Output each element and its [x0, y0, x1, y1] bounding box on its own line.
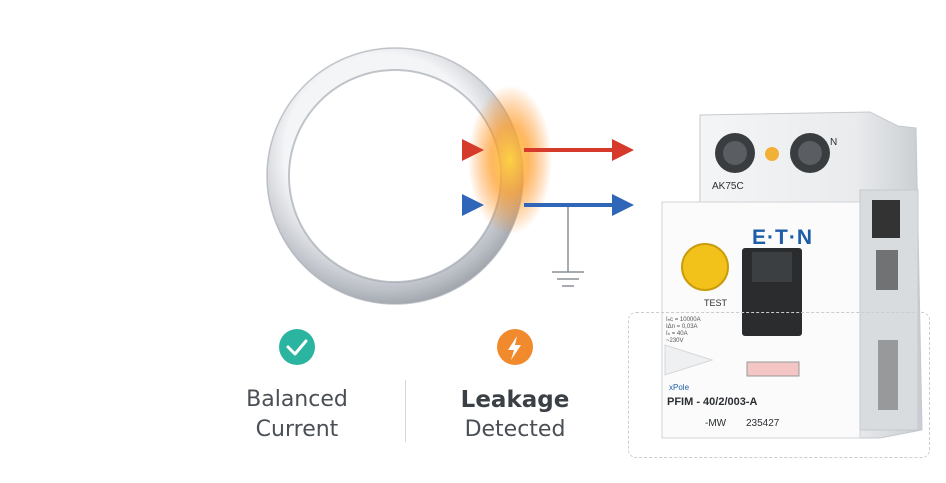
breaker-frame [628, 312, 930, 458]
phase-arrowhead-outer [612, 139, 634, 161]
neutral-mark: N [830, 137, 838, 148]
status-balanced-line1: Balanced [246, 387, 348, 412]
spec-text: Iₙc = 10000A IΔn = 0,03A Iₙ = 40A ~230V [666, 317, 701, 344]
check-icon [279, 329, 315, 365]
status-balanced-line2: Current [255, 417, 339, 442]
serial-number: 235427 [746, 418, 780, 429]
terminal-code: AK75C [712, 181, 744, 192]
phase-arrowhead-inner [462, 139, 484, 161]
brand-logo: E·T·N [752, 226, 813, 249]
neutral-arrowhead-inner [462, 194, 484, 216]
status-leakage: Leakage Detected [440, 333, 590, 445]
status-window [746, 361, 800, 377]
leakage-glow [468, 85, 552, 235]
status-leakage-line1: Leakage [460, 387, 570, 413]
series-label: xPole [669, 383, 690, 392]
divider [405, 380, 406, 442]
status-balanced: Balanced Current [222, 333, 372, 445]
status-leakage-line2: Detected [464, 417, 566, 442]
test-label: TEST [704, 298, 728, 308]
test-button [681, 243, 729, 291]
neutral-arrowhead-outer [612, 194, 634, 216]
ground-icon [552, 207, 584, 287]
rcd-breaker [661, 111, 923, 439]
model-suffix: -MW [705, 418, 727, 429]
model-label: PFIM - 40/2/003-A [667, 396, 758, 408]
